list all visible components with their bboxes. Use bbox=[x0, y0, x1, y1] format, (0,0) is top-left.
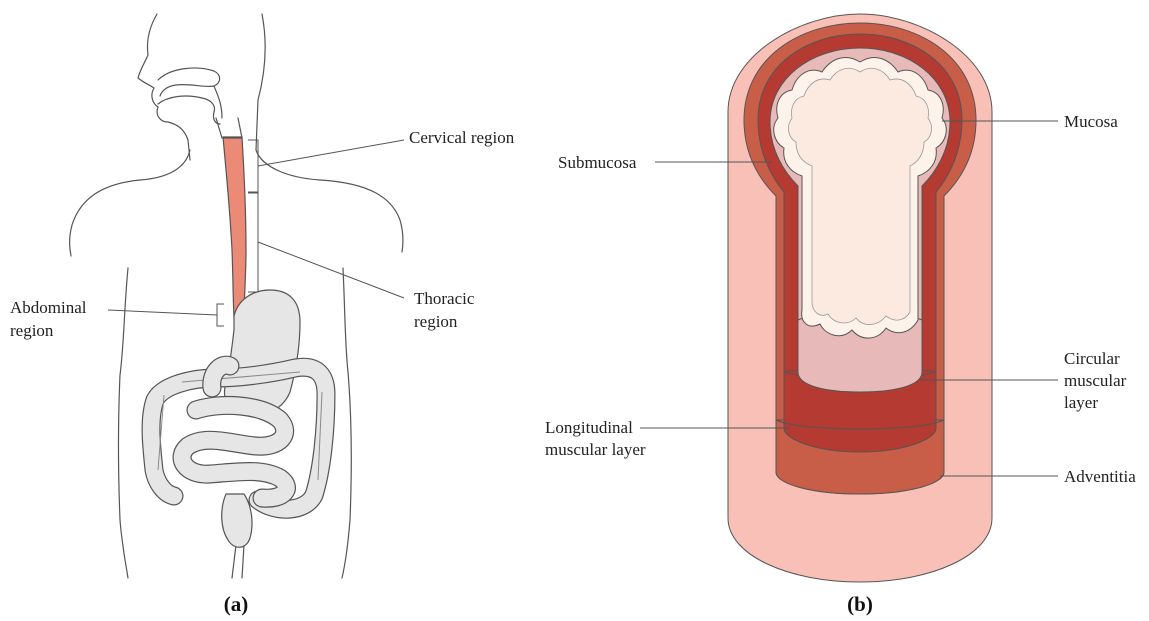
thoracic-leader bbox=[258, 242, 404, 298]
left-torso-side bbox=[119, 268, 129, 578]
longitudinal-muscular-layer-label-line1: Longitudinal bbox=[545, 418, 633, 437]
cervical-region-label: Cervical region bbox=[409, 128, 515, 147]
rectum bbox=[222, 494, 252, 547]
pharynx bbox=[214, 86, 222, 118]
left-shoulder bbox=[70, 150, 190, 256]
thoracic-region-label-line1: Thoracic bbox=[414, 289, 475, 308]
thoracic-region-label-line2: region bbox=[414, 312, 458, 331]
circular-muscular-layer-label-line1: Circular bbox=[1064, 349, 1120, 368]
abdominal-bracket bbox=[217, 304, 224, 326]
panel-b: Mucosa Submucosa Circular muscular layer… bbox=[545, 14, 1136, 616]
oral-cavity bbox=[158, 96, 220, 124]
circular-muscular-layer-label-line3: layer bbox=[1064, 393, 1098, 412]
abdominal-region-label-line2: region bbox=[10, 321, 54, 340]
panel-b-caption: (b) bbox=[847, 592, 873, 616]
cervical-leader bbox=[258, 140, 404, 166]
mucosa-label: Mucosa bbox=[1064, 112, 1118, 131]
thoracic-bracket bbox=[248, 193, 258, 292]
head-outline bbox=[138, 14, 190, 160]
leg-line bbox=[232, 545, 244, 578]
back-of-head-outline bbox=[256, 14, 265, 150]
abdominal-region-label-line1: Abdominal bbox=[10, 298, 87, 317]
circular-muscular-layer-label-line2: muscular bbox=[1064, 371, 1127, 390]
adventitia-label: Adventitia bbox=[1064, 467, 1136, 486]
panel-a: Cervical region Thoracic region Abdomina… bbox=[10, 14, 515, 616]
panel-a-caption: (a) bbox=[224, 592, 249, 616]
right-shoulder bbox=[256, 150, 403, 252]
submucosa-label: Submucosa bbox=[558, 153, 637, 172]
upper-esophagus bbox=[216, 118, 242, 138]
longitudinal-muscular-layer-label-line2: muscular layer bbox=[545, 440, 646, 459]
right-torso-side bbox=[342, 268, 351, 578]
esophagus bbox=[223, 137, 246, 320]
nasal-cavity bbox=[158, 68, 220, 96]
